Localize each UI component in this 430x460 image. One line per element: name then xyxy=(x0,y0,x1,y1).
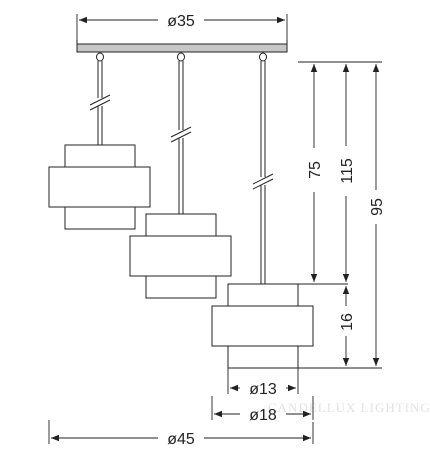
label-shade-height: 16 xyxy=(339,313,356,331)
lamp-shade-right xyxy=(211,283,314,369)
suspension-cables xyxy=(97,61,266,284)
dimension-total-width: ø45 xyxy=(48,420,314,448)
dimension-shade-height: 16 xyxy=(339,286,356,366)
extension-lines xyxy=(228,61,382,369)
lamp-shade-middle xyxy=(129,213,232,299)
label-shade-inner: ø13 xyxy=(249,381,277,398)
dimension-total-height: 95 xyxy=(369,64,386,366)
dimension-shade-inner: ø13 xyxy=(227,368,299,398)
label-total-width: ø45 xyxy=(167,431,195,448)
label-drop-115: 115 xyxy=(339,158,356,184)
label-top-width: ø35 xyxy=(167,13,195,30)
dimension-drop-75: 75 xyxy=(307,64,324,282)
dimension-drop-115: 115 xyxy=(339,64,356,282)
lamp-shade-left xyxy=(48,144,151,230)
ceiling-plate xyxy=(76,40,288,53)
dimension-top-width: ø35 xyxy=(76,13,288,42)
label-total-height: 95 xyxy=(369,198,386,216)
cable-break-marks xyxy=(89,94,274,190)
label-shade-outer: ø18 xyxy=(249,407,277,424)
watermark-text: CANDELLUX LIGHTING xyxy=(268,400,430,415)
cable-connectors xyxy=(96,52,267,62)
dimension-shade-outer: ø18 xyxy=(211,396,314,424)
label-drop-75: 75 xyxy=(307,161,324,179)
